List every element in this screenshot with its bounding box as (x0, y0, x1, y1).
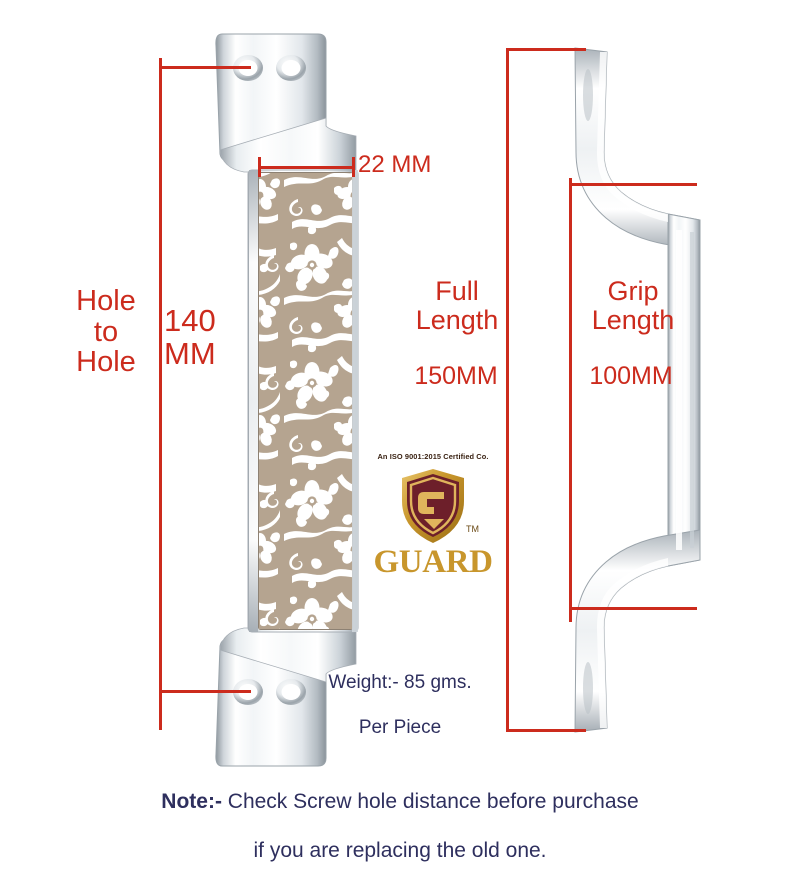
dimension-line-hole-to-hole (159, 58, 162, 730)
dimension-line-full-length (506, 48, 509, 732)
note-line-2: if you are replacing the old one. (253, 839, 547, 863)
dimension-line-width (258, 166, 355, 169)
weight-line-1: Weight:- 85 gms. (328, 672, 472, 694)
dimension-tick-width-right (352, 157, 355, 177)
dimension-tick-grip-length-top (569, 183, 697, 186)
label-hole-to-hole: Hole to Hole (76, 285, 136, 379)
note-body: Check Screw hole distance before purchas… (221, 789, 639, 813)
dimension-tick-grip-length-bottom (569, 607, 697, 610)
product-dimension-diagram: Hole to Hole 140 MM 22 MM Full Length 15… (76, 33, 701, 862)
screw-hole-top-right (276, 55, 306, 81)
dimension-tick-full-length-bottom (506, 729, 586, 732)
screw-hole-bottom-right (276, 679, 306, 705)
weight-info: Weight:- 85 gms. Per Piece (300, 650, 500, 762)
purchase-note: Note:- Check Screw hole distance before … (100, 740, 700, 889)
dimension-tick-hole-to-hole-top (159, 66, 251, 69)
guard-brand-logo: An ISO 9001:2015 Certified Co. TM GUARD (370, 452, 496, 600)
iso-certification-text: An ISO 9001:2015 Certified Co. (377, 452, 489, 461)
value-hole-to-hole: 140 MM (164, 303, 216, 371)
handle-illustrations (215, 33, 701, 767)
value-full-length: 150MM (414, 362, 498, 390)
brand-name: GUARD (373, 544, 493, 580)
value-grip-length: 100MM (589, 362, 673, 390)
note-prefix: Note:- (161, 789, 222, 813)
trademark-symbol: TM (466, 524, 479, 534)
value-width: 22 MM (358, 151, 432, 178)
dimension-tick-full-length-top (506, 48, 586, 51)
label-full-length: Full Length (415, 276, 499, 335)
weight-line-2: Per Piece (358, 717, 442, 739)
dimension-line-grip-length (569, 178, 572, 622)
dimension-tick-hole-to-hole-bottom (159, 690, 251, 693)
dimension-tick-width-left (258, 157, 261, 177)
shield-icon (402, 469, 464, 543)
handle-side-view (574, 47, 701, 733)
label-grip-length: Grip Length (591, 276, 675, 335)
note-line-1: Note:- Check Screw hole distance before … (100, 765, 700, 815)
handle-front-view (215, 33, 359, 767)
